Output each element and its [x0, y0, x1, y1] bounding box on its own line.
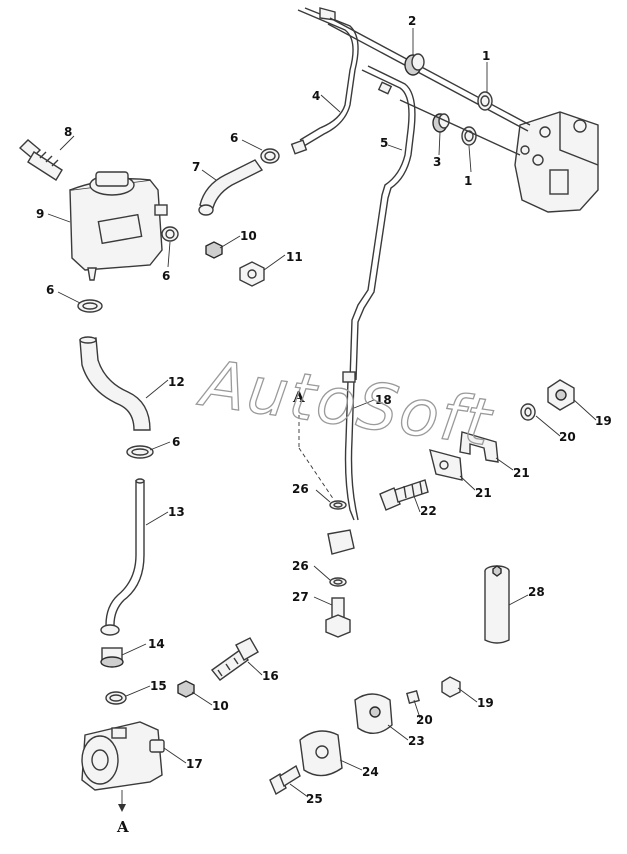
- callout: 2: [408, 14, 416, 28]
- bolt-8: [18, 139, 63, 181]
- union-fitting-2: [404, 53, 425, 76]
- bracket-23: [354, 693, 393, 734]
- callout: 26: [292, 482, 309, 496]
- callout-labels: 1 2 1 3 4 5 6 7 8 9 10 11 6 6 12 6 13 14…: [36, 14, 612, 806]
- callout: 15: [150, 679, 167, 693]
- callout: 12: [168, 375, 185, 389]
- pressure-line-4: [297, 9, 354, 141]
- callout: 14: [148, 637, 165, 651]
- callout: 23: [408, 734, 425, 748]
- bracket-21-lower: [429, 449, 463, 481]
- nut-10-upper: [205, 241, 223, 259]
- callout: 26: [292, 559, 309, 573]
- union-18: [327, 529, 355, 555]
- callout: 17: [186, 757, 203, 771]
- callout: 6: [46, 283, 54, 297]
- pressure-line-18: [344, 379, 355, 521]
- callout: 27: [292, 590, 309, 604]
- callout: 13: [168, 505, 185, 519]
- nut-19-upper: [547, 379, 575, 411]
- callout: 8: [64, 125, 72, 139]
- suction-pipe-13: [105, 480, 137, 626]
- callout: 4: [312, 89, 320, 103]
- callout: 19: [595, 414, 612, 428]
- return-line-5: [349, 69, 410, 381]
- steering-gear-unit: [514, 111, 599, 213]
- callout: 10: [212, 699, 229, 713]
- hose-7: [199, 159, 264, 214]
- bolt-22: [379, 479, 429, 511]
- callout: 16: [262, 669, 279, 683]
- callout: 24: [362, 765, 379, 779]
- power-steering-pump-17: [81, 721, 165, 791]
- callout: 1: [464, 174, 472, 188]
- callout: 19: [477, 696, 494, 710]
- bracket-21-upper: [459, 431, 499, 463]
- seal-ring-15: [105, 691, 127, 705]
- callout: 18: [375, 393, 392, 407]
- nut-11: [239, 261, 265, 287]
- callout: 22: [420, 504, 437, 518]
- banjo-bolt-16: [210, 637, 259, 681]
- hose-clamp-6-top: [260, 148, 280, 164]
- hose-clamp-6-lower: [77, 299, 103, 313]
- seal-washer-1-upper: [477, 91, 493, 111]
- hose-clamp-6-mid: [161, 226, 179, 242]
- banjo-bolt-27: [325, 597, 351, 638]
- bolt-25: [269, 764, 301, 796]
- callout-leader-lines: [47, 28, 597, 798]
- nut-10-lower: [177, 680, 195, 698]
- callout: 28: [528, 585, 545, 599]
- callout: 11: [286, 250, 303, 264]
- pin-28: [484, 565, 510, 644]
- seal-washer-26-lower: [329, 577, 347, 587]
- reservoir-tank-9: [69, 171, 168, 281]
- washer-20-upper: [520, 403, 536, 421]
- callout: 20: [416, 713, 433, 727]
- callout: 25: [306, 792, 323, 806]
- callout: 6: [230, 131, 238, 145]
- callout: 20: [559, 430, 576, 444]
- section-marker-a-bottom: A: [116, 818, 129, 836]
- washer-20-lower: [406, 690, 420, 704]
- callout: 6: [172, 435, 180, 449]
- hose-clamp-6-bottom: [126, 445, 154, 459]
- callout: 10: [240, 229, 257, 243]
- callout: 5: [380, 136, 388, 150]
- callout: 21: [475, 486, 492, 500]
- callout: 9: [36, 207, 44, 221]
- callout: 1: [482, 49, 490, 63]
- suction-hose-12: [79, 337, 151, 431]
- plate-24: [299, 730, 343, 777]
- nut-19-lower: [441, 676, 461, 698]
- callout: 6: [162, 269, 170, 283]
- section-marker-a-top: A: [292, 388, 305, 406]
- callout: 7: [192, 160, 200, 174]
- seal-washer-26-upper: [329, 500, 347, 510]
- callout: 21: [513, 466, 530, 480]
- fitting-14: [100, 624, 124, 668]
- callout: 3: [433, 155, 441, 169]
